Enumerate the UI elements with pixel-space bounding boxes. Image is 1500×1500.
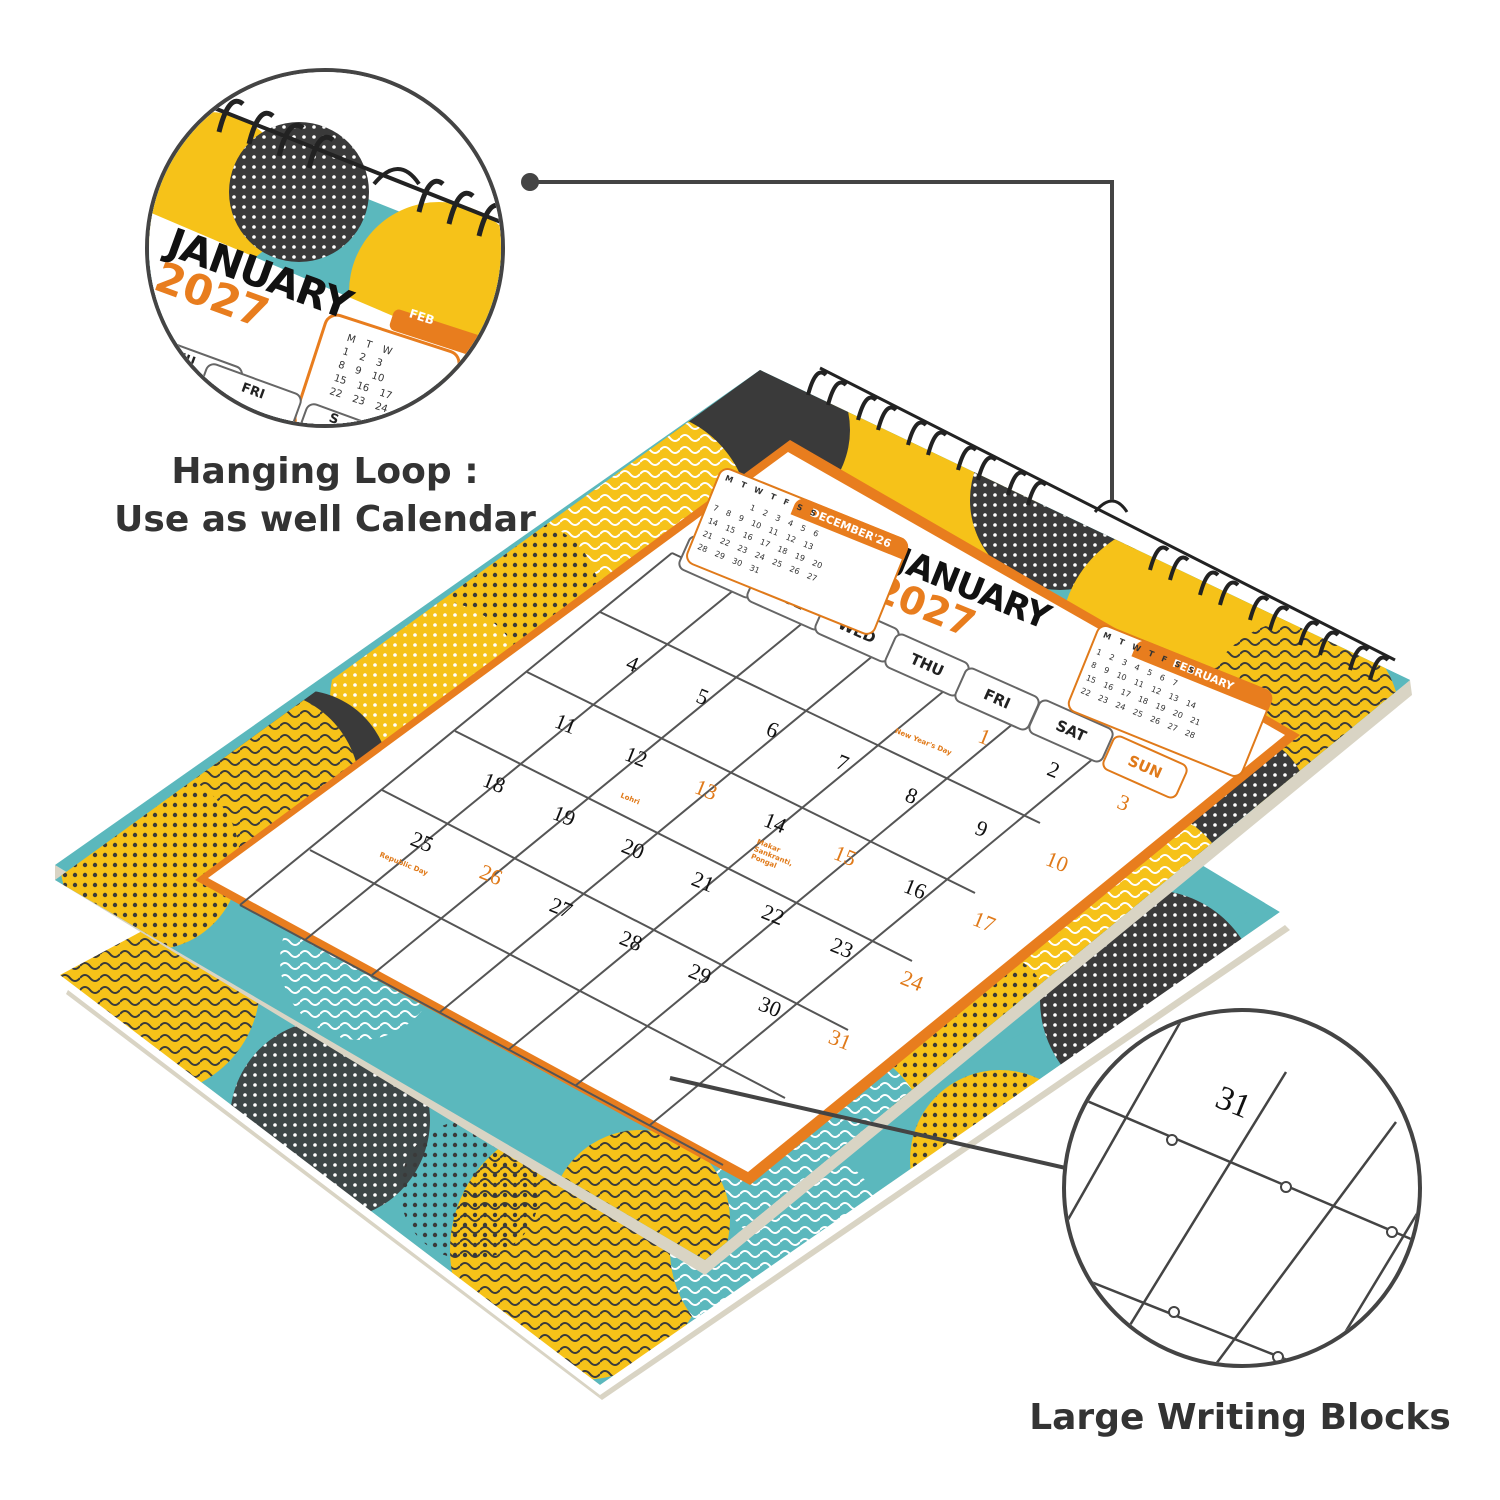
calendar-grid — [239, 552, 1101, 1166]
connector-dot — [521, 173, 539, 191]
hanging-loop-caption: Hanging Loop : Use as well Calendar — [110, 448, 540, 544]
writing-blocks-zoom: 31 — [1062, 1008, 1422, 1368]
hanging-loop-zoom: JANUARY 2027 FEB M T W 1 2 3 8 9 10 15 1… — [145, 68, 505, 428]
writing-blocks-zoom-art — [1066, 1012, 1418, 1364]
hanging-loop-zoom-art — [149, 72, 501, 424]
hanging-loop-caption-line: Hanging Loop : — [171, 451, 479, 492]
writing-blocks-caption: Large Writing Blocks — [1029, 1397, 1451, 1438]
hanging-loop-caption-line: Use as well Calendar — [114, 499, 536, 540]
hanging-loop-connector — [530, 180, 1114, 500]
spiral-binding — [806, 366, 1396, 681]
